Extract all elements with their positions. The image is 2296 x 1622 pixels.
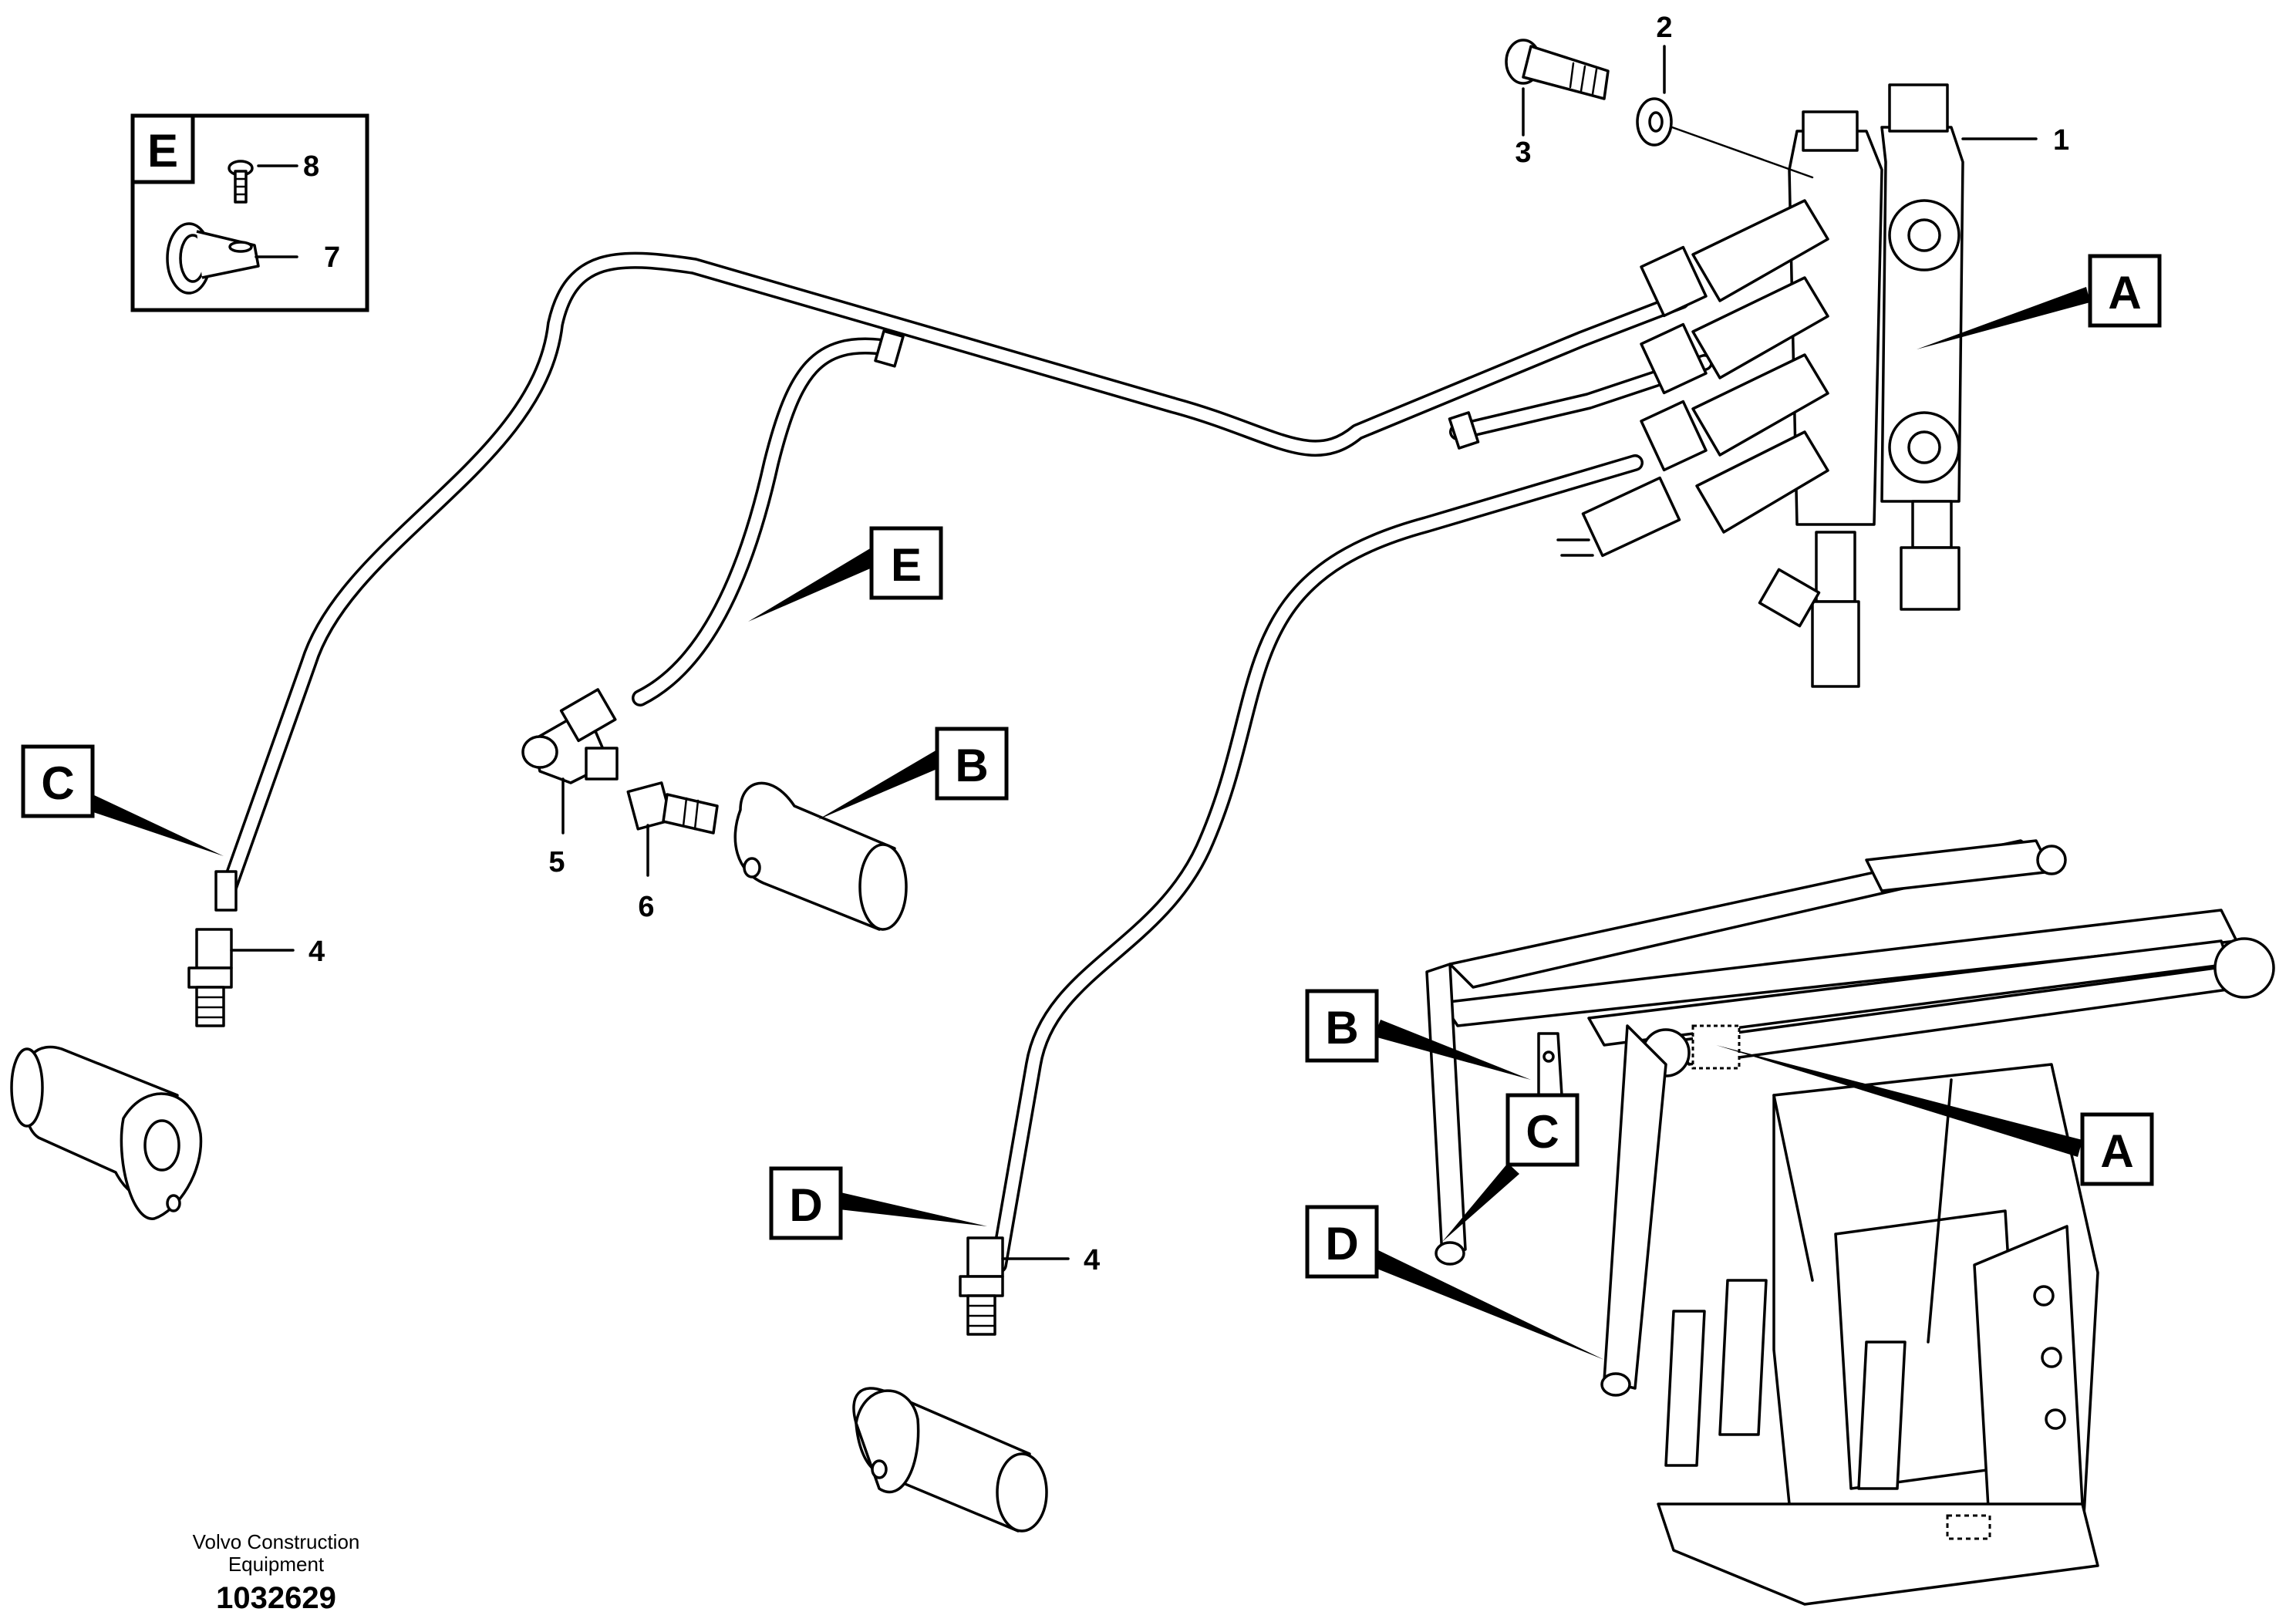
part-number-4-right: 4 xyxy=(1084,1244,1100,1276)
part-number-1: 1 xyxy=(2053,124,2069,157)
screw-icon xyxy=(228,160,254,204)
label-e-main: E xyxy=(891,539,922,591)
detail-box-letter: E xyxy=(147,125,178,177)
label-c-frame: C xyxy=(1526,1106,1559,1158)
detail-box-e: E 8 7 xyxy=(130,113,369,312)
label-a-frame: A xyxy=(2100,1125,2133,1177)
part-number-6: 6 xyxy=(638,891,654,923)
part-number-2: 2 xyxy=(1656,12,1672,44)
part-number-3: 3 xyxy=(1515,137,1531,169)
valve-block xyxy=(1556,83,1964,688)
company-line-1: Volvo Construction xyxy=(193,1530,360,1553)
fitting-4-left xyxy=(187,928,233,1027)
part-number-5: 5 xyxy=(548,846,565,878)
bolt-icon xyxy=(1505,39,1610,100)
adapter-fitting xyxy=(626,781,719,835)
solenoid-cartridges xyxy=(1556,199,1829,558)
hose-lines xyxy=(214,251,1713,1273)
callout-8: 8 xyxy=(303,150,319,183)
label-b-main: B xyxy=(955,740,988,791)
label-d-main: D xyxy=(789,1179,822,1231)
elbow-fitting xyxy=(521,688,619,784)
callout-7: 7 xyxy=(324,241,340,274)
part-number-4-left: 4 xyxy=(308,936,325,968)
label-b-frame: B xyxy=(1325,1002,1358,1054)
hose-clamp-icon xyxy=(166,222,260,295)
drawing-number: 1032629 xyxy=(216,1581,336,1615)
label-a-top: A xyxy=(2108,267,2141,319)
pin-b xyxy=(733,781,908,931)
pin-d xyxy=(852,1387,1048,1533)
label-d-frame: D xyxy=(1325,1218,1358,1270)
hose-c xyxy=(215,251,1690,911)
loader-frame xyxy=(1425,839,2275,1606)
fitting-4-right xyxy=(959,1236,1004,1336)
label-c-main: C xyxy=(41,757,74,809)
washer-icon xyxy=(1636,97,1814,179)
pin-c xyxy=(10,1045,203,1220)
company-line-2: Equipment xyxy=(228,1553,325,1576)
